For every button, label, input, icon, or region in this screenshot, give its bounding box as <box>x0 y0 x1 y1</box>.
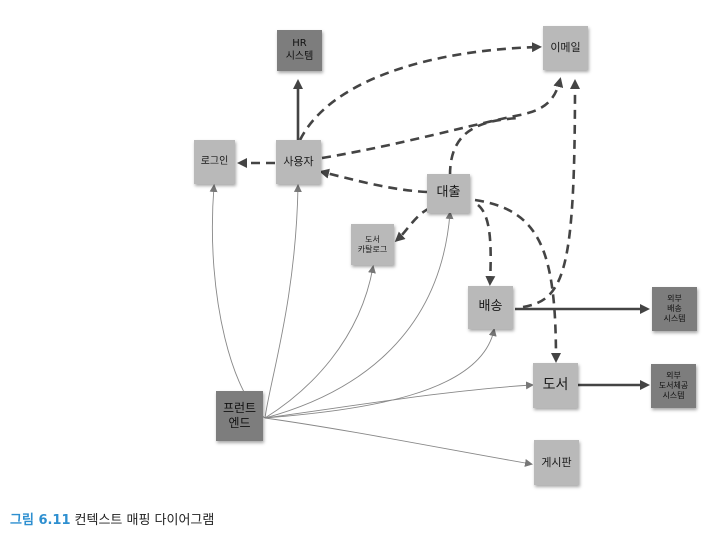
node-user: 사용자 <box>276 140 321 184</box>
figure-title: 컨텍스트 매핑 다이어그램 <box>74 513 215 528</box>
node-book-catalog: 도서 카탈로그 <box>351 224 394 265</box>
node-external-delivery-system: 외부 배송 시스템 <box>652 287 697 331</box>
link-frontend-delivery <box>264 328 497 419</box>
arrow-delivery-email <box>522 79 580 309</box>
arrow-loan-email <box>448 116 521 176</box>
arrow-loan-catalog <box>394 206 431 243</box>
frontend-links <box>209 184 534 467</box>
arrow-loan-user <box>319 168 428 194</box>
node-delivery: 배송 <box>468 286 513 329</box>
link-frontend-loan <box>264 211 454 419</box>
arrow-loan-book <box>474 198 561 363</box>
node-book: 도서 <box>533 363 578 408</box>
arrow-loan-delivery <box>477 204 496 286</box>
link-frontend-board <box>264 417 533 467</box>
node-email: 이메일 <box>543 26 588 70</box>
node-frontend: 프런트 엔드 <box>216 391 263 441</box>
node-hr-system: HR 시스템 <box>277 30 322 71</box>
dashed-arrows <box>237 42 580 363</box>
node-board: 게시판 <box>534 440 579 485</box>
arrow-user-email <box>298 42 542 141</box>
link-frontend-user <box>264 184 302 419</box>
solid-arrows <box>293 79 650 390</box>
node-loan: 대출 <box>427 174 470 213</box>
link-frontend-book <box>264 381 534 419</box>
link-frontend-login <box>209 184 266 419</box>
node-login: 로그인 <box>194 140 235 184</box>
arrow-user-email-2 <box>321 77 564 160</box>
node-external-book-system: 외부 도서체공 시스템 <box>651 364 696 408</box>
link-frontend-catalog <box>264 265 376 419</box>
figure-number: 그림 6.11 <box>10 513 71 528</box>
